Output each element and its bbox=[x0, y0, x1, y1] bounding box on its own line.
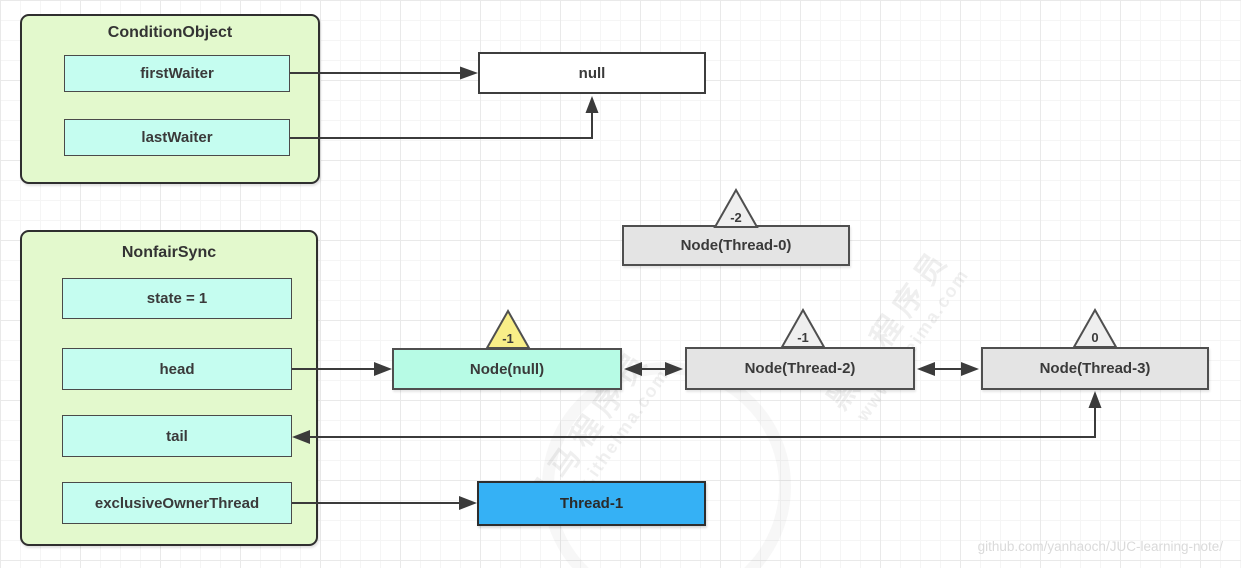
watermark-circle-logo bbox=[542, 362, 791, 568]
field-exclusive-owner-thread: exclusiveOwnerThread bbox=[62, 482, 292, 524]
nonfair-sync-title: NonfairSync bbox=[121, 244, 217, 261]
null-box: null bbox=[478, 52, 706, 94]
wait-status-label: 0 bbox=[1091, 330, 1098, 345]
arrow-tail-to-node-thread3 bbox=[309, 407, 1096, 438]
thread-1-box: Thread-1 bbox=[477, 481, 706, 526]
wait-status-triangle-node-thread-0: -2 bbox=[712, 187, 760, 229]
wait-status-triangle-node-thread-2: -1 bbox=[779, 307, 827, 349]
wait-status-label: -2 bbox=[730, 210, 742, 225]
wait-status-label: -1 bbox=[502, 331, 514, 346]
condition-object-title: ConditionObject bbox=[107, 24, 233, 41]
wait-status-triangle-node-thread-3: 0 bbox=[1071, 307, 1119, 349]
node-null-box: Node(null) bbox=[392, 348, 622, 390]
wait-status-triangle-node-null: -1 bbox=[484, 308, 532, 350]
condition-object-container: ConditionObject bbox=[20, 14, 320, 184]
arrow-lastwaiter-to-null bbox=[290, 112, 593, 139]
credit-url: github.com/yanhaoch/JUC-learning-note/ bbox=[977, 539, 1223, 554]
field-state: state = 1 bbox=[62, 278, 292, 319]
node-thread-0-box: Node(Thread-0) bbox=[622, 225, 850, 266]
watermark-line2: www.itheima.com bbox=[852, 264, 973, 425]
wait-status-label: -1 bbox=[797, 330, 809, 345]
field-tail: tail bbox=[62, 415, 292, 457]
field-head: head bbox=[62, 348, 292, 390]
field-last-waiter: lastWaiter bbox=[64, 119, 290, 156]
field-first-waiter: firstWaiter bbox=[64, 55, 290, 92]
node-thread-2-box: Node(Thread-2) bbox=[685, 347, 915, 390]
node-thread-3-box: Node(Thread-3) bbox=[981, 347, 1209, 390]
